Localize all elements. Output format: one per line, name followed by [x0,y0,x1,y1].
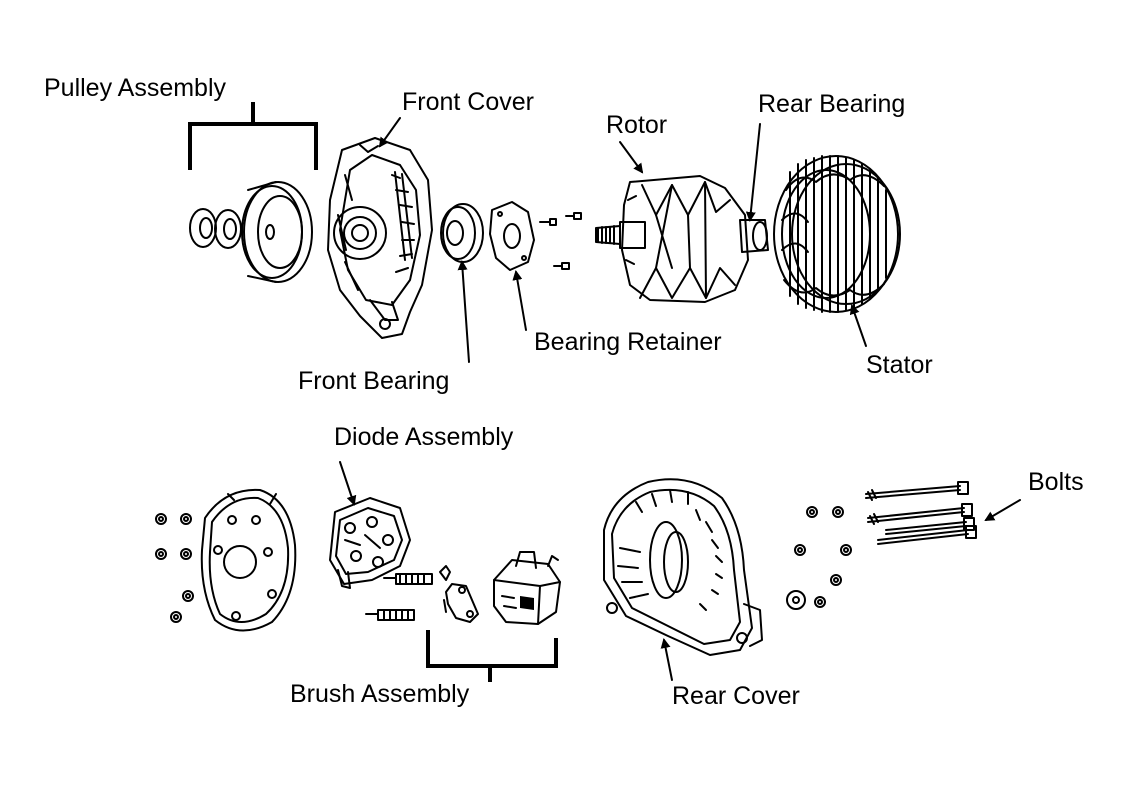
bolts-part [865,481,977,545]
bolts-arrow [984,499,1021,522]
rotor-label: Rotor [606,111,667,139]
stator-part [773,155,901,313]
front-cover-arrow [378,117,401,148]
rotor-part [595,175,769,303]
bearing-retainer-part [489,201,535,271]
rear-cover-label: Rear Cover [672,682,800,710]
insulator-plate-part [200,488,297,632]
brush-assembly-bracket [426,630,558,682]
front-bearing-arrow [457,260,470,363]
retainer-screws [539,212,582,270]
diode-assembly-part [329,497,411,589]
rear-cover-nuts [786,506,852,610]
rotor-arrow [619,141,644,174]
front-bearing-part [440,203,484,263]
rear-cover-part [603,478,763,656]
brush-screws [365,573,433,621]
diode-assembly-arrow [339,461,357,506]
brush-holder-part [493,551,561,625]
brush-assembly-label: Brush Assembly [290,680,470,708]
brush-bracket-part [439,565,479,623]
pulley-assembly-label: Pulley Assembly [44,74,227,102]
pulley-assembly-bracket [188,102,318,170]
pulley-nut-part [214,209,242,249]
rear-bearing-arrow [745,123,761,222]
rear-bearing-label: Rear Bearing [758,90,905,118]
left-nuts [155,513,194,623]
rear-cover-arrow [660,638,673,681]
front-cover-label: Front Cover [402,88,534,116]
stator-label: Stator [866,351,933,379]
bearing-retainer-arrow [512,270,527,331]
bearing-retainer-label: Bearing Retainer [534,328,722,356]
bolts-label: Bolts [1028,468,1084,496]
pulley-washer-part [189,208,217,248]
pulley-part [241,181,313,283]
diode-assembly-label: Diode Assembly [334,423,514,451]
front-cover-part [327,137,433,339]
stator-arrow [849,304,867,347]
front-bearing-label: Front Bearing [298,367,449,395]
